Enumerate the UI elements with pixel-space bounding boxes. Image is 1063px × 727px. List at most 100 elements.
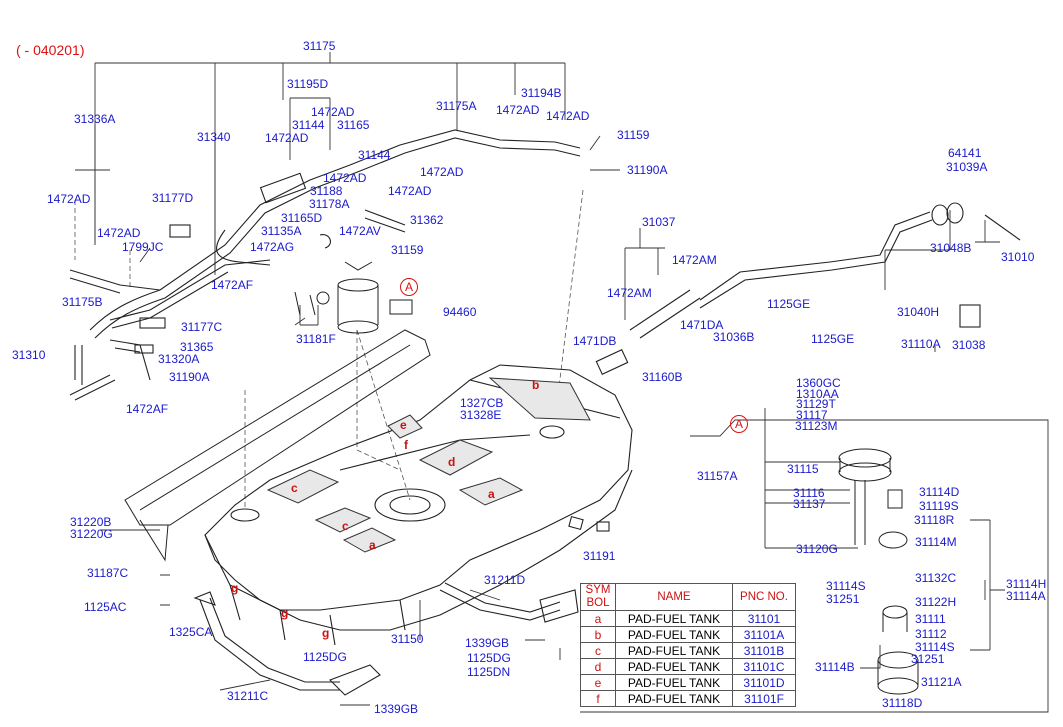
part-label-31220G[interactable]: 31220G	[70, 527, 113, 541]
part-label-31038[interactable]: 31038	[952, 338, 986, 352]
part-label-64141[interactable]: 64141	[948, 146, 982, 160]
pnc-cell[interactable]: 31101B	[732, 642, 796, 659]
part-label-31144[interactable]: 31144	[292, 118, 325, 132]
pnc-cell[interactable]: 31101C	[732, 658, 796, 675]
part-label-31340[interactable]: 31340	[197, 130, 231, 144]
part-label-1125GE[interactable]: 1125GE	[767, 297, 811, 311]
part-label-31111[interactable]: 31111	[915, 612, 946, 626]
part-label-31122H[interactable]: 31122H	[915, 595, 957, 609]
part-label-1472AD[interactable]: 1472AD	[265, 131, 309, 145]
part-label-31190A[interactable]: 31190A	[627, 163, 668, 177]
part-label-31039A[interactable]: 31039A	[946, 160, 988, 174]
part-label-31251[interactable]: 31251	[826, 592, 860, 606]
part-label-31195D[interactable]: 31195D	[287, 77, 329, 91]
part-label-31132C[interactable]: 31132C	[915, 571, 957, 585]
part-label-1472AD[interactable]: 1472AD	[97, 226, 141, 240]
part-label-1125DG[interactable]: 1125DG	[467, 651, 511, 665]
part-label-1125AC[interactable]: 1125AC	[84, 600, 127, 614]
part-label-31116[interactable]: 31116	[793, 486, 825, 500]
part-label-31175A[interactable]: 31175A	[436, 99, 477, 113]
pnc-cell[interactable]: 31101A	[732, 626, 796, 643]
part-label-31048B[interactable]: 31048B	[930, 241, 972, 255]
part-label-1360GC[interactable]: 1360GC	[796, 376, 841, 390]
pnc-cell[interactable]: 31101D	[732, 674, 796, 691]
part-label-31114A[interactable]: 31114A	[1006, 589, 1046, 603]
part-label-31177C[interactable]: 31177C	[181, 320, 223, 334]
part-label-1471DB[interactable]: 1471DB	[573, 334, 617, 348]
part-label-31310[interactable]: 31310	[12, 348, 46, 362]
part-label-1472AM[interactable]: 1472AM	[607, 286, 652, 300]
part-label-31188[interactable]: 31188	[310, 184, 343, 198]
table-row[interactable]: f PAD-FUEL TANK 31101F	[580, 690, 796, 707]
part-label-31365[interactable]: 31365	[180, 340, 214, 354]
part-label-31114D[interactable]: 31114D	[919, 485, 960, 499]
part-label-31110A[interactable]: 31110A	[901, 337, 941, 351]
part-label-31178A[interactable]: 31178A	[309, 197, 350, 211]
part-label-31040H[interactable]: 31040H	[897, 305, 940, 319]
part-label-31121A[interactable]: 31121A	[921, 675, 962, 689]
part-label-1310AA[interactable]: 1310AA	[796, 387, 839, 401]
part-label-31211C[interactable]: 31211C	[227, 689, 269, 703]
part-label-31211D[interactable]: 31211D	[484, 573, 526, 587]
part-label-31191[interactable]: 31191	[583, 549, 616, 563]
part-label-31137[interactable]: 31137	[793, 497, 826, 511]
part-label-31036B[interactable]: 31036B	[713, 330, 755, 344]
part-label-31175B[interactable]: 31175B	[62, 295, 103, 309]
part-label-31159[interactable]: 31159	[391, 243, 424, 257]
part-label-1325CA[interactable]: 1325CA	[169, 625, 213, 639]
part-label-1339GB[interactable]: 1339GB	[374, 702, 419, 716]
part-label-1125GE[interactable]: 1125GE	[811, 332, 855, 346]
part-label-1471DA[interactable]: 1471DA	[680, 318, 724, 332]
part-label-31118R[interactable]: 31118R	[914, 513, 955, 527]
table-row[interactable]: e PAD-FUEL TANK 31101D	[580, 674, 796, 691]
part-label-1472AF[interactable]: 1472AF	[211, 278, 254, 292]
part-label-1472AD[interactable]: 1472AD	[496, 103, 540, 117]
part-label-1472AD[interactable]: 1472AD	[546, 109, 590, 123]
part-label-31194B[interactable]: 31194B	[521, 86, 562, 100]
part-label-31320A[interactable]: 31320A	[158, 352, 200, 366]
part-label-31135A[interactable]: 31135A	[261, 224, 302, 238]
part-label-31120G[interactable]: 31120G	[796, 542, 838, 556]
part-label-1472AD[interactable]: 1472AD	[323, 171, 367, 185]
part-label-1472AM[interactable]: 1472AM	[672, 253, 717, 267]
part-label-31160B[interactable]: 31160B	[642, 370, 683, 384]
part-label-31251[interactable]: 31251	[911, 652, 945, 666]
part-label-31165D[interactable]: 31165D	[281, 211, 323, 225]
part-label-1472AF[interactable]: 1472AF	[126, 402, 169, 416]
part-label-31114B[interactable]: 31114B	[815, 660, 855, 674]
part-label-31336A[interactable]: 31336A	[74, 112, 116, 126]
part-label-31159[interactable]: 31159	[617, 128, 650, 142]
pnc-cell[interactable]: 31101	[732, 610, 796, 627]
pnc-cell[interactable]: 31101F	[732, 690, 796, 707]
part-label-1472AD[interactable]: 1472AD	[311, 105, 355, 119]
part-label-31112[interactable]: 31112	[915, 627, 947, 641]
part-label-31114S[interactable]: 31114S	[826, 579, 866, 593]
part-label-31117[interactable]: 31117	[796, 408, 828, 422]
part-label-1472AD[interactable]: 1472AD	[47, 192, 91, 206]
part-label-31157A[interactable]: 31157A	[697, 469, 738, 483]
part-label-31119S[interactable]: 31119S	[919, 499, 959, 513]
callout-marker-a[interactable]: A	[400, 278, 418, 296]
part-label-1472AD[interactable]: 1472AD	[388, 184, 432, 198]
part-label-31114H[interactable]: 31114H	[1006, 577, 1047, 591]
part-label-1125DN[interactable]: 1125DN	[467, 665, 511, 679]
part-label-31114M[interactable]: 31114M	[915, 535, 957, 549]
part-label-31123M[interactable]: 31123M	[795, 419, 838, 433]
part-label-31037[interactable]: 31037	[642, 215, 676, 229]
part-label-31175[interactable]: 31175	[303, 39, 336, 53]
part-label-31165[interactable]: 31165	[337, 118, 370, 132]
part-label-31010[interactable]: 31010	[1001, 250, 1035, 264]
part-label-1472AD[interactable]: 1472AD	[420, 165, 464, 179]
part-label-1472AG[interactable]: 1472AG	[250, 240, 295, 254]
part-label-31150[interactable]: 31150	[391, 632, 424, 646]
table-row[interactable]: d PAD-FUEL TANK 31101C	[580, 658, 796, 675]
part-label-31181F[interactable]: 31181F	[296, 332, 336, 346]
part-label-1339GB[interactable]: 1339GB	[465, 636, 510, 650]
part-label-1125DG[interactable]: 1125DG	[303, 650, 347, 664]
part-label-31177D[interactable]: 31177D	[152, 191, 194, 205]
part-label-31187C[interactable]: 31187C	[87, 566, 129, 580]
part-label-1799JC[interactable]: 1799JC	[122, 240, 164, 254]
part-label-31114S[interactable]: 31114S	[915, 640, 955, 654]
table-row[interactable]: c PAD-FUEL TANK 31101B	[580, 642, 796, 659]
part-label-31190A[interactable]: 31190A	[169, 370, 210, 384]
